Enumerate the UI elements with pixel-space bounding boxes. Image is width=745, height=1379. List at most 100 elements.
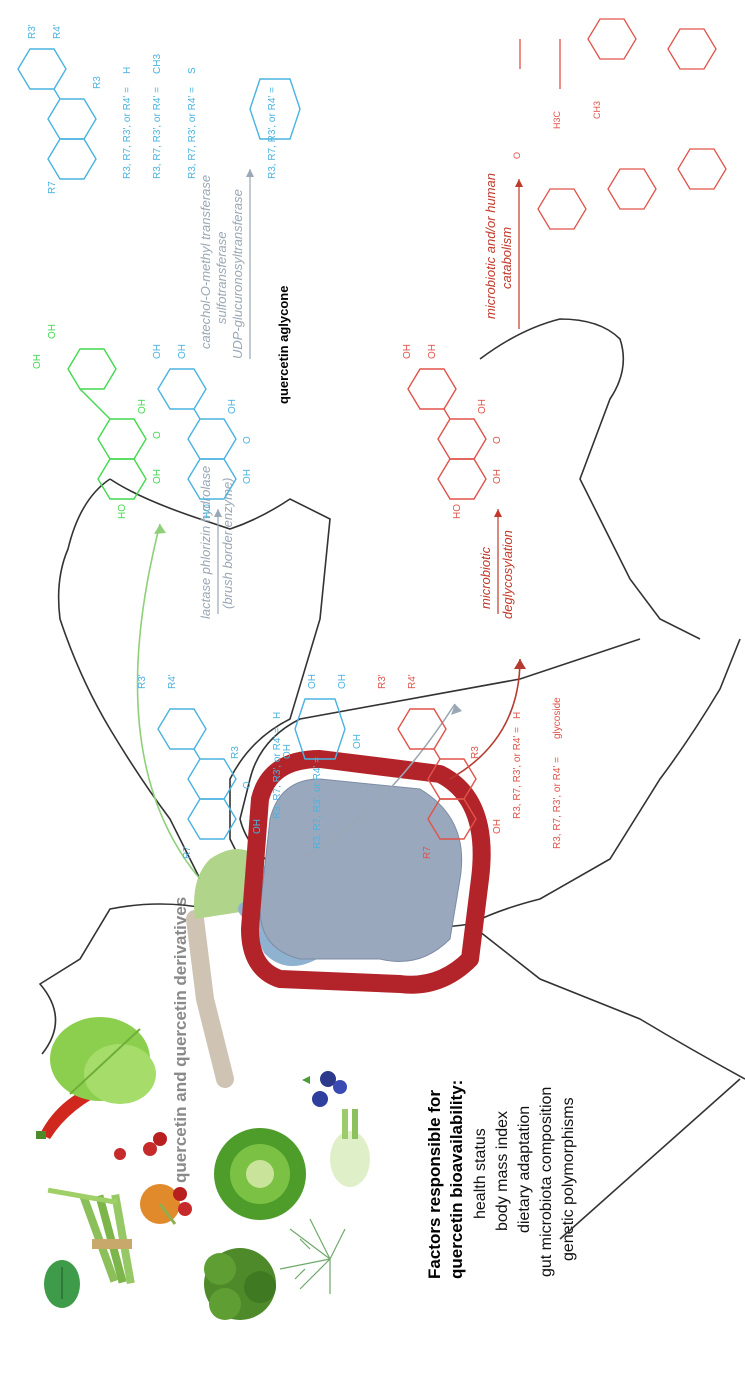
r-label: R3: [230, 746, 241, 759]
atom-label: HO: [117, 504, 128, 519]
spring-onion-icon: [47, 1187, 118, 1205]
atom-label: OH: [337, 674, 348, 689]
substitution-value: glycoside: [552, 697, 563, 739]
substitution-line: R3, R7, R3', or R4' =: [152, 87, 163, 179]
atom-label: O: [242, 436, 253, 444]
conjugate-structure: [17, 48, 97, 180]
atom-label: OH: [32, 354, 43, 369]
catabolite-ring: [677, 148, 727, 190]
catabolite-ring: [587, 18, 637, 60]
atom-label: OH: [427, 344, 438, 359]
red-glycoside-labels: R7 R3' R4' R3 OH R3, R7, R3', or R4' = H…: [377, 674, 563, 859]
r-label: R4': [407, 674, 418, 689]
blueberry-icon: [302, 1071, 347, 1107]
atom-label: HO: [452, 504, 463, 519]
esophagus: [186, 910, 234, 1088]
r-label: R3': [137, 674, 148, 689]
atom-label: OH: [137, 399, 148, 414]
red-aglycone-structure: [407, 368, 487, 500]
factors-title-line2: quercetin bioavailability:: [447, 1080, 466, 1279]
lph-sub-label: (brush border enzyme): [220, 478, 235, 610]
enzyme-labels: lactase phlorizin hydrolase (brush borde…: [198, 169, 523, 619]
deglycosylation-label: deglycosylation: [500, 530, 515, 619]
substitution-line: R3, R7, R3', or R4' =: [187, 87, 198, 179]
factor-item: dietary adaptation: [516, 1106, 533, 1233]
green-arrow: [136, 523, 201, 880]
atom-label: OH: [47, 324, 58, 339]
atom-label: OH: [477, 399, 488, 414]
atom-label: OH: [402, 344, 413, 359]
green-arrowhead: [154, 524, 166, 534]
grey-arrow: [299, 703, 456, 860]
green-quercetin-structure: [67, 348, 147, 500]
aglycone-label: quercetin aglycone: [276, 286, 291, 404]
red-arrow: [449, 658, 521, 780]
cabbage-icon: [214, 1128, 306, 1220]
cherry-icon: [114, 1132, 192, 1216]
r-label: R3': [27, 24, 38, 39]
substitution-line: R3, R7, R3', or R4' =: [512, 727, 523, 819]
substitution-line: R3, R7, R3', or R4' =: [122, 87, 133, 179]
substitution-line: R3, R7, R3', or R4' =: [272, 727, 283, 819]
atom-label: OH: [492, 469, 503, 484]
r-label: R7: [422, 846, 433, 859]
glucuronide-icon: [249, 78, 301, 140]
human-body-outline: [38, 318, 745, 1240]
grey-arrowhead: [451, 704, 462, 715]
lph-label: lactase phlorizin hydrolase: [198, 466, 213, 619]
sulfate-label: S: [187, 67, 198, 74]
ugt-label: UDP-glucuronosyltransferase: [230, 189, 245, 359]
atom-label: OH: [307, 674, 318, 689]
aglycone-structure: [157, 368, 237, 500]
atom-label: HO: [202, 504, 213, 519]
large-intestine: [241, 750, 491, 994]
conjugate-substitutions: R3, R7, R3', or R4' = H R3, R7, R3', or …: [122, 54, 278, 179]
r-label: R7: [47, 181, 58, 194]
atom-label: O: [512, 152, 522, 159]
r-label: R3: [92, 76, 103, 89]
atom-label: OH: [152, 469, 163, 484]
catabolite-ring: [537, 188, 587, 230]
blue-glycoside-labels: R7 R3' R4' R3 O OH R3, R7, R3', or R4' =…: [137, 674, 323, 859]
spinach-icon: [44, 1260, 80, 1308]
atom-label: OH: [252, 819, 263, 834]
glucose-labels: OH OH OH OH: [282, 674, 363, 759]
broccoli-icon: [204, 1248, 276, 1320]
red-glycoside-structure: [397, 708, 477, 840]
atom-label: O: [152, 431, 163, 439]
substitution-value: H: [272, 712, 283, 719]
food-illustrations: [36, 1017, 370, 1320]
red-aglycone-labels: HO OH O OH OH OH: [402, 344, 503, 519]
catabolite-labels: O H3C CH3: [512, 101, 602, 159]
atom-label: OH: [282, 744, 293, 759]
aglycone-labels: HO OH O OH OH OH: [152, 344, 253, 519]
microbiotic-label: microbiotic: [478, 546, 493, 609]
catabolite-ring: [667, 28, 717, 70]
red-arrowhead: [514, 659, 526, 669]
substitution-line: R3, R7, R3', or R4' =: [312, 757, 323, 849]
catabolism-label: microbiotic and/or human: [483, 173, 498, 319]
substitution-line: R3, R7, R3', or R4' =: [267, 87, 278, 179]
lettuce-icon: [50, 1017, 156, 1104]
atom-label: OH: [242, 469, 253, 484]
atom-label: OH: [152, 344, 163, 359]
factors-title-line1: Factors responsible for: [425, 1090, 444, 1279]
conjugate-labels: R7 R3' R4' R3: [27, 24, 103, 194]
r-label: R3': [377, 674, 388, 689]
glucose-ring-icon: [294, 698, 346, 760]
catabolism-sub-label: catabolism: [499, 227, 514, 289]
r-label: R4': [167, 674, 178, 689]
substitution-value: H: [122, 67, 133, 74]
atom-label: H3C: [552, 110, 562, 129]
atom-label: OH: [492, 819, 503, 834]
atom-label: O: [492, 436, 503, 444]
factor-item: genetic polymorphisms: [560, 1097, 577, 1261]
r-label: R4': [52, 24, 63, 39]
food-section-title: quercetin and quercetin derivatives: [171, 897, 190, 1183]
atom-label: CH3: [592, 101, 602, 119]
catabolites: [519, 18, 727, 230]
green-quercetin-labels: HO OH O OH OH OH: [32, 324, 163, 519]
substitution-value: CH3: [152, 54, 163, 74]
